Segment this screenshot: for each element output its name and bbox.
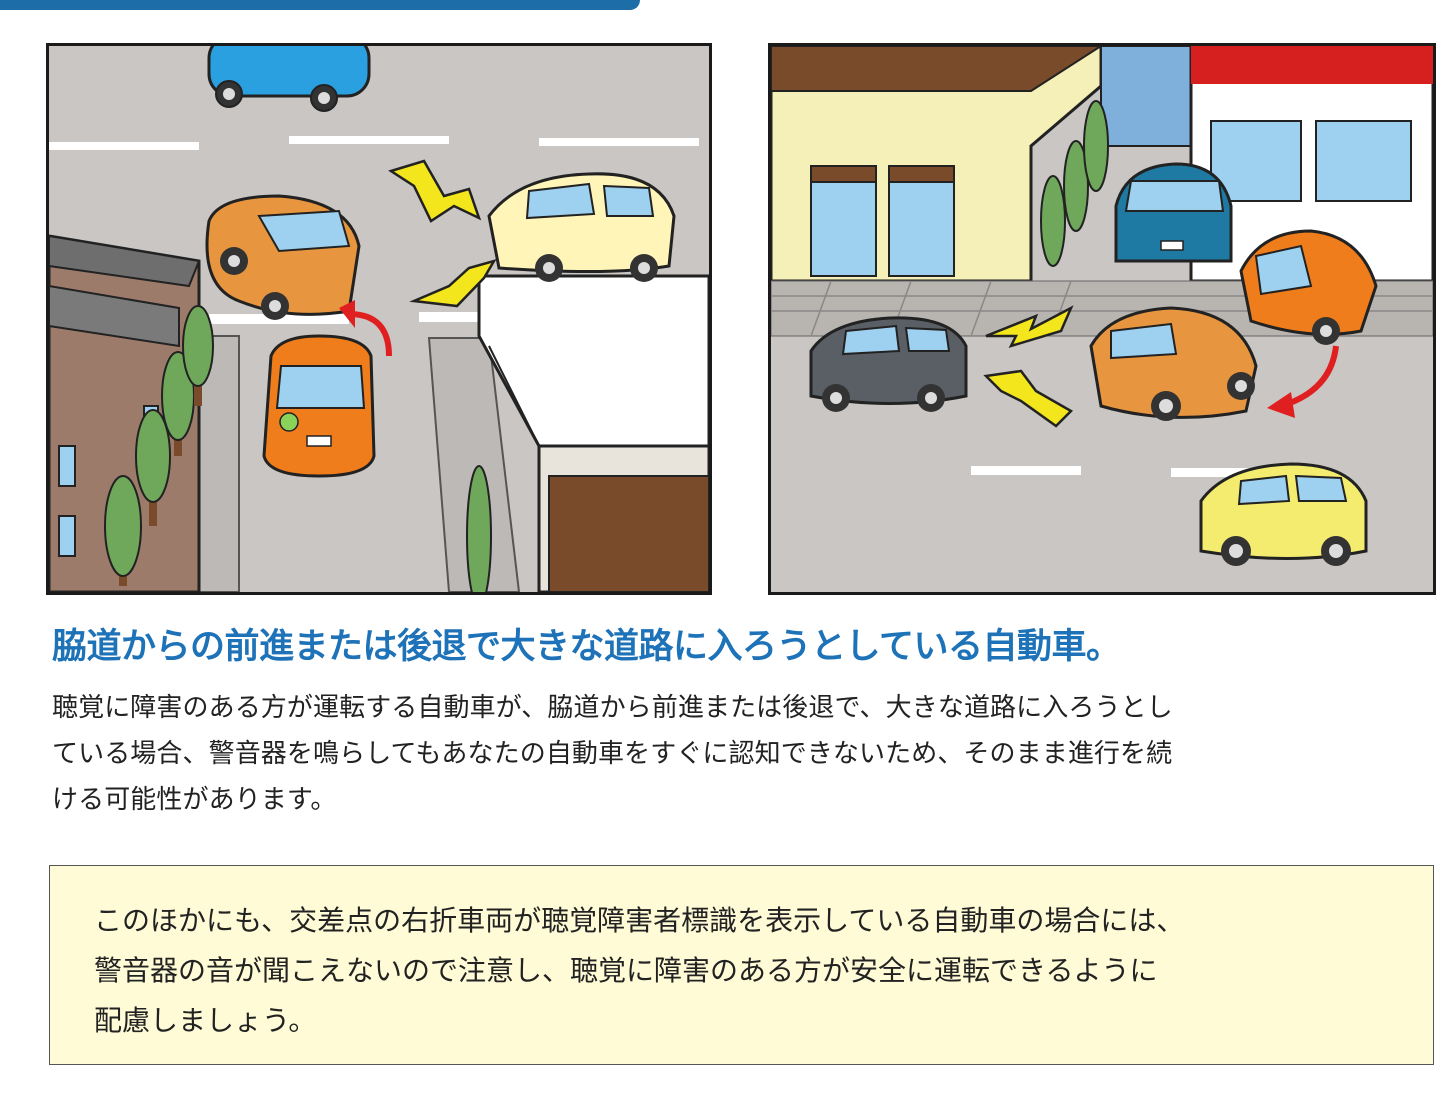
illustration-right [768, 43, 1436, 595]
note-box: このほかにも、交差点の右折車両が聴覚障害者標識を表示している自動車の場合には、 … [49, 865, 1434, 1065]
store-building [771, 46, 1433, 283]
note-line: 警音器の音が聞こえないので注意し、聴覚に障害のある方が安全に運転できるように [94, 954, 1158, 987]
street-trees [104, 305, 492, 592]
right-scene [771, 46, 1433, 592]
note-line: このほかにも、交差点の右折車両が聴覚障害者標識を表示している自動車の場合には、 [94, 904, 1185, 937]
note-line: 配慮しましょう。 [94, 1004, 317, 1037]
body-line: 聴覚に障害のある方が運転する自動車が、脇道から前進または後退で、大きな道路に入ろ… [52, 693, 1173, 723]
car-teal [1114, 162, 1233, 263]
body-paragraph: 聴覚に障害のある方が運転する自動車が、脇道から前進または後退で、大きな道路に入ろ… [52, 685, 1442, 823]
car-orange-reversing [1089, 306, 1258, 421]
left-building [49, 234, 201, 592]
warning-bolts [388, 159, 497, 308]
car-blue [207, 46, 371, 112]
corner-building [477, 274, 709, 592]
arrow-red [339, 300, 392, 357]
street-trees-right [1040, 100, 1109, 267]
car-orange-marked [262, 334, 376, 478]
car-orange-parked [1239, 229, 1378, 345]
illustration-left [46, 43, 712, 595]
lane-markings-right [971, 466, 1281, 477]
car-orange-turning [205, 194, 361, 320]
header-accent-bar [0, 0, 640, 10]
warning-bolts-right [983, 305, 1074, 428]
body-line: ている場合、警音器を鳴らしてもあなたの自動車をすぐに認知できないため、そのまま進… [52, 739, 1173, 769]
body-line: ける可能性があります。 [52, 785, 337, 815]
left-scene [49, 46, 709, 592]
car-cream [487, 172, 676, 282]
arrow-red-right [1267, 345, 1339, 418]
section-heading: 脇道からの前進または後退で大きな道路に入ろうとしている自動車。 [52, 627, 1121, 667]
car-yellow [1199, 462, 1368, 566]
car-gray [809, 316, 968, 412]
